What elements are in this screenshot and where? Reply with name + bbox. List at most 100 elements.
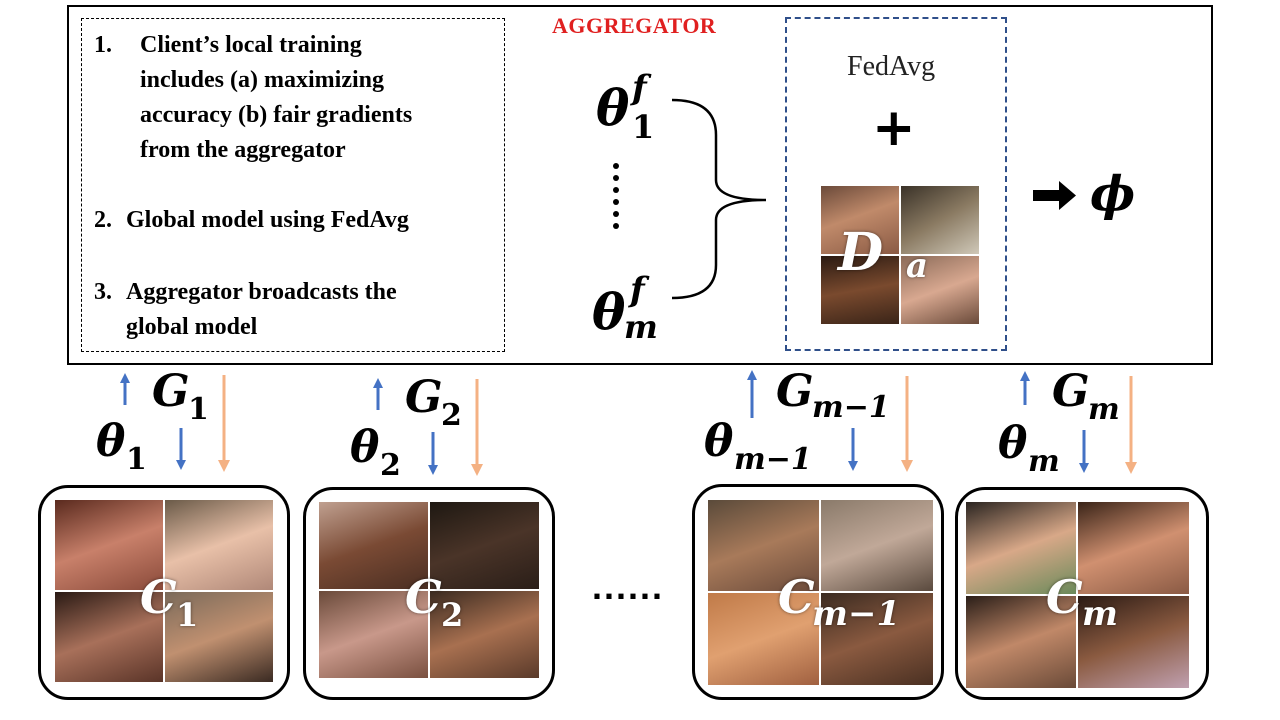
face-image bbox=[901, 186, 979, 254]
client-m-param-base: θ bbox=[998, 418, 1028, 469]
client-m-1-face-grid bbox=[708, 500, 933, 685]
client-1-grad: G bbox=[152, 366, 190, 417]
step-2: 2. Global model using FedAvg bbox=[94, 203, 494, 243]
client-m-box bbox=[955, 487, 1209, 700]
aggregator-box bbox=[67, 5, 1213, 365]
dataset-label-base: D bbox=[838, 222, 884, 283]
client-1-face-grid bbox=[55, 500, 273, 682]
face-image bbox=[1078, 596, 1189, 688]
client-m-1-grad: G bbox=[776, 366, 814, 417]
client-m-label: C bbox=[1046, 570, 1083, 624]
client-1-label-sub: 1 bbox=[176, 596, 199, 634]
vertical-ellipsis bbox=[606, 152, 626, 242]
client-m-param-sub: m bbox=[1028, 444, 1060, 479]
step-3-line-2: global model bbox=[126, 314, 258, 340]
client-2-param-sub: 2 bbox=[380, 448, 401, 483]
client-m-1-label-base: C bbox=[778, 570, 815, 624]
client-ellipsis: ...... bbox=[592, 566, 665, 607]
client-m-param: θ bbox=[998, 418, 1027, 469]
client-2-label: C bbox=[405, 570, 442, 624]
step-1-line-1: Client’s local training bbox=[140, 32, 362, 58]
client-1-label: C bbox=[140, 570, 177, 624]
face-image bbox=[319, 502, 428, 589]
face-image bbox=[901, 256, 979, 324]
client-m-grad-sub: m bbox=[1088, 392, 1120, 427]
client-m-1-param-base: θ bbox=[704, 416, 734, 467]
client-2-label-base: C bbox=[405, 570, 442, 624]
step-1-number: 1. bbox=[94, 32, 112, 58]
theta-f-1-base: θ bbox=[596, 78, 630, 137]
face-image bbox=[966, 596, 1076, 688]
face-image bbox=[55, 592, 163, 682]
face-image bbox=[55, 500, 163, 590]
step-2-number: 2. bbox=[94, 207, 112, 233]
client-1-param: θ bbox=[96, 416, 125, 467]
face-image bbox=[165, 592, 273, 682]
client-2-face-grid bbox=[319, 502, 539, 678]
client-m-grad-base: G bbox=[1052, 366, 1090, 417]
face-image bbox=[430, 502, 539, 589]
step-3-line-1: Aggregator broadcasts the bbox=[126, 279, 397, 305]
theta-f-1-sub: 1 bbox=[632, 108, 655, 146]
step-1: 1. Client’s local training includes (a) … bbox=[94, 28, 494, 178]
face-image bbox=[319, 591, 428, 678]
dataset-label-sub: a bbox=[906, 246, 929, 286]
client-m-1-param: θ bbox=[704, 416, 733, 467]
face-image bbox=[165, 500, 273, 590]
client-m-label-base: C bbox=[1046, 570, 1083, 624]
client-1-label-base: C bbox=[140, 570, 177, 624]
client-1-grad-base: G bbox=[152, 366, 190, 417]
face-image bbox=[708, 593, 819, 685]
client-2-label-sub: 2 bbox=[441, 596, 464, 634]
output-phi: ϕ bbox=[1090, 166, 1136, 222]
theta-f-1-sup: f bbox=[632, 68, 647, 108]
client-m-1-param-sub: m−1 bbox=[734, 442, 812, 477]
client-2-grad: G bbox=[405, 372, 443, 423]
step-3-number: 3. bbox=[94, 279, 112, 305]
fedavg-label: FedAvg bbox=[847, 51, 936, 82]
client-1-param-base: θ bbox=[96, 416, 126, 467]
step-1-line-2: includes (a) maximizing bbox=[140, 67, 384, 93]
client-m-label-sub: m bbox=[1082, 594, 1118, 634]
face-image bbox=[708, 500, 819, 591]
face-image bbox=[821, 593, 933, 685]
aggregator-face-grid bbox=[821, 186, 979, 324]
client-1-box bbox=[38, 485, 290, 700]
step-1-line-4: from the aggregator bbox=[140, 137, 346, 163]
face-image bbox=[821, 256, 899, 324]
face-image bbox=[821, 186, 899, 254]
client-1-param-sub: 1 bbox=[126, 442, 147, 477]
client-m-grad: G bbox=[1052, 366, 1090, 417]
client-2-grad-base: G bbox=[405, 372, 443, 423]
vertical-dots-svg bbox=[613, 163, 619, 229]
client-2-box bbox=[303, 487, 555, 700]
dataset-label: D bbox=[838, 222, 883, 283]
client-2-param-base: θ bbox=[350, 422, 380, 473]
output-arrow-shaft bbox=[1033, 190, 1061, 201]
step-1-line-3: accuracy (b) fair gradients bbox=[140, 102, 413, 128]
client-m-face-grid bbox=[966, 502, 1189, 688]
fedavg-box bbox=[785, 17, 1007, 351]
output-arrow-head bbox=[1059, 181, 1076, 210]
client-m-1-label-sub: m−1 bbox=[812, 594, 901, 634]
client-2-param: θ bbox=[350, 422, 379, 473]
steps-box bbox=[81, 18, 505, 352]
client-m-1-grad-base: G bbox=[776, 366, 814, 417]
theta-f-m: θ bbox=[592, 282, 625, 342]
face-image bbox=[966, 502, 1076, 594]
step-2-line-1: Global model using FedAvg bbox=[126, 207, 409, 233]
plus-sign: + bbox=[872, 98, 916, 158]
client-1-grad-sub: 1 bbox=[188, 392, 209, 427]
theta-f-m-base: θ bbox=[592, 282, 626, 341]
curly-brace bbox=[671, 98, 767, 300]
face-image bbox=[1078, 502, 1189, 594]
theta-f-m-sub: m bbox=[624, 308, 658, 346]
client-m-1-grad-sub: m−1 bbox=[812, 390, 890, 425]
face-image bbox=[821, 500, 933, 591]
face-image bbox=[430, 591, 539, 678]
client-m-1-box bbox=[692, 484, 944, 700]
theta-f-1: θ bbox=[596, 78, 629, 138]
